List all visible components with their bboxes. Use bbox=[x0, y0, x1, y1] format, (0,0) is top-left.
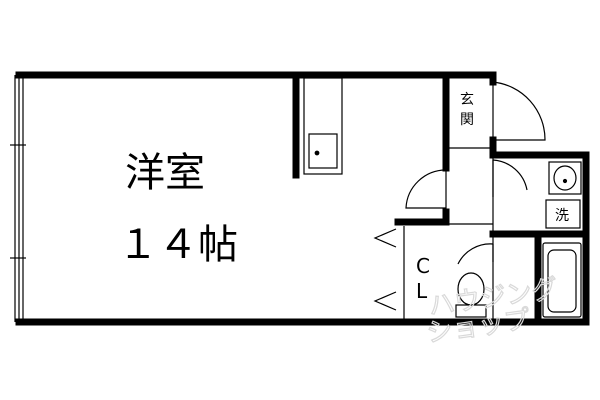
washroom bbox=[545, 161, 582, 229]
kitchen-counter bbox=[303, 77, 343, 175]
kitchen-sink bbox=[308, 133, 338, 169]
closet-door-bottom bbox=[373, 291, 397, 311]
wash-basin bbox=[548, 161, 582, 195]
entrance-door bbox=[492, 81, 546, 141]
entrance-label-char2: 関 bbox=[460, 112, 474, 128]
closet-label-c: C bbox=[416, 254, 430, 278]
closet-label-l: L bbox=[416, 279, 428, 303]
toilet bbox=[455, 243, 494, 318]
kitchen bbox=[303, 77, 343, 175]
laundry-box bbox=[545, 199, 581, 229]
room-door bbox=[405, 169, 447, 212]
main-room-type: 洋室 bbox=[125, 150, 205, 196]
laundry-label: 洗 bbox=[555, 208, 569, 224]
window-left bbox=[10, 75, 26, 322]
walls bbox=[15, 71, 590, 326]
closet bbox=[373, 226, 405, 322]
entrance-label-char1: 玄 bbox=[460, 91, 474, 108]
entrance-label: 玄 関 bbox=[460, 91, 474, 128]
washroom-door bbox=[492, 159, 528, 197]
main-room-size: １４帖 bbox=[118, 222, 238, 268]
closet-door-top bbox=[373, 228, 397, 248]
bathtub bbox=[542, 242, 582, 318]
